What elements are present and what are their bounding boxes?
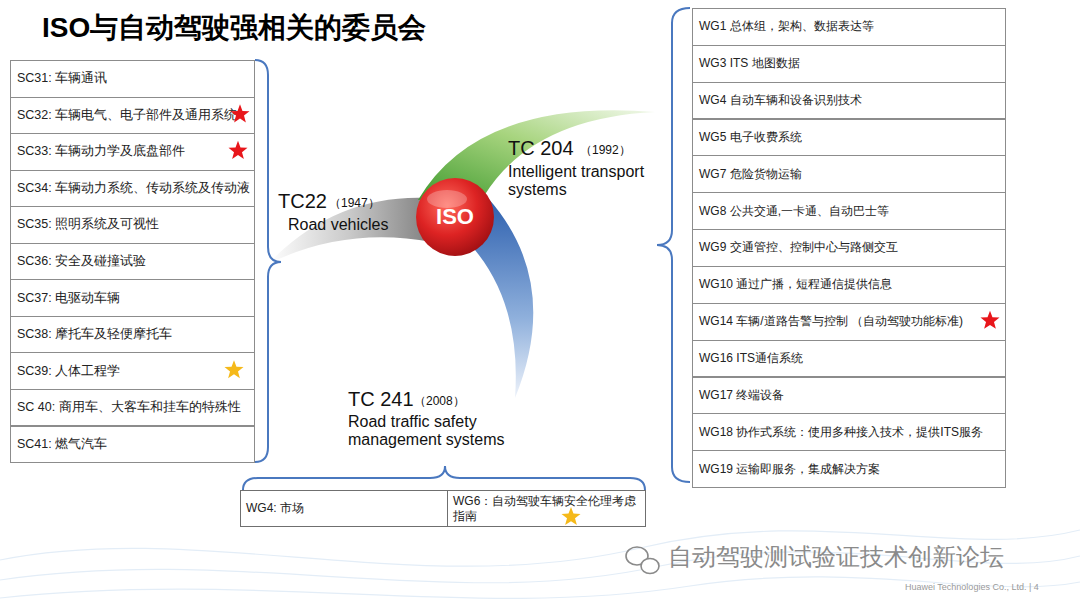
star-mark (228, 141, 247, 159)
box-text: SC37: 电驱动车辆 (17, 290, 120, 307)
star-mark (230, 104, 249, 122)
box-text: SC34: 车辆动力系统、传动系统及传动液 (17, 180, 250, 197)
iso-circle: ISO (415, 177, 495, 257)
box-text: WG3 ITS 地图数据 (699, 55, 800, 72)
box-text: WG4 自动车辆和设备识别技术 (699, 92, 862, 109)
subcommittee-box: SC36: 安全及碰撞试验 (10, 243, 255, 281)
committee-name: Road traffic safety management systems (348, 413, 536, 450)
working-group-box: WG9 交通管控、控制中心与路侧交互 (692, 229, 1006, 267)
box-text: WG1 总体组，架构、数据表达等 (699, 18, 874, 35)
founding-year: （1947） (329, 197, 380, 211)
background-wave (0, 577, 1080, 598)
box-text: WG6：自动驾驶车辆安全伦理考虑指南 (453, 494, 641, 524)
box-text: WG9 交通管控、控制中心与路侧交互 (699, 239, 898, 256)
box-text: WG10 通过广播，短程通信提供信息 (699, 276, 892, 293)
working-group-box: WG19 运输即服务，集成解决方案 (692, 450, 1006, 488)
subcommittee-box: SC31: 车辆通讯 (10, 60, 255, 98)
working-group-box: WG8 公共交通,一卡通、自动巴士等 (692, 192, 1006, 230)
box-text: WG19 运输即服务，集成解决方案 (699, 461, 880, 478)
working-group-box: WG1 总体组，架构、数据表达等 (692, 8, 1006, 46)
working-group-box: WG17 终端设备 (692, 377, 1006, 415)
wechat-icon (626, 547, 648, 565)
working-group-box: WG10 通过广播，短程通信提供信息 (692, 266, 1006, 304)
committee-code: TC22 (278, 190, 327, 213)
star-mark (980, 311, 999, 329)
founding-year: （1992） (580, 144, 631, 158)
working-group-box: WG5 电子收费系统 (692, 119, 1006, 157)
curly-brace (657, 8, 690, 482)
box-text: SC33: 车辆动力学及底盘部件 (17, 143, 185, 160)
founding-year: （2008） (414, 395, 465, 409)
box-text: SC32: 车辆电气、电子部件及通用系统 (17, 107, 237, 124)
working-group-box: WG16 ITS通信系统 (692, 340, 1006, 378)
subcommittee-box: SC32: 车辆电气、电子部件及通用系统 (10, 97, 255, 135)
circle-text: ISO (436, 204, 474, 230)
box-text: WG16 ITS通信系统 (699, 350, 803, 367)
star-mark (224, 360, 243, 378)
working-group-box: WG4 自动车辆和设备识别技术 (692, 82, 1006, 120)
box-text: WG18 协作式系统：使用多种接入技术，提供ITS服务 (699, 424, 983, 441)
box-text: SC39: 人体工程学 (17, 363, 120, 380)
box-text: WG14 车辆/道路告警与控制 （自动驾驶功能标准) (699, 313, 963, 330)
footer-text: Huawei Technologies Co., Ltd. | 4 (905, 582, 1039, 592)
subcommittee-box: SC37: 电驱动车辆 (10, 279, 255, 317)
subcommittee-box: SC34: 车辆动力系统、传动系统及传动液 (10, 170, 255, 208)
box-text: WG4: 市场 (246, 501, 304, 516)
box-text: SC38: 摩托车及轻便摩托车 (17, 326, 172, 343)
committee-code: TC 204 (508, 137, 574, 160)
subcommittee-box: SC33: 车辆动力学及底盘部件 (10, 133, 255, 171)
working-group-box: WG14 车辆/道路告警与控制 （自动驾驶功能标准) (692, 303, 1006, 341)
working-group-box: WG18 协作式系统：使用多种接入技术，提供ITS服务 (692, 413, 1006, 451)
box-text: SC31: 车辆通讯 (17, 70, 107, 87)
committee-name: Intelligent transport systems (508, 163, 650, 200)
committee-name: Road vehicles (288, 216, 389, 234)
box-text: WG17 终端设备 (699, 387, 784, 404)
working-group-box: WG7 危险货物运输 (692, 155, 1006, 193)
box-text: SC36: 安全及碰撞试验 (17, 253, 146, 270)
subcommittee-box: SC39: 人体工程学 (10, 352, 255, 390)
working-group-box: WG3 ITS 地图数据 (692, 45, 1006, 83)
curly-brace (255, 60, 281, 462)
box-text: WG7 危险货物运输 (699, 166, 802, 183)
subcommittee-box: SC38: 摩托车及轻便摩托车 (10, 316, 255, 354)
working-group-box: WG4: 市场 (240, 490, 448, 527)
subcommittee-box: SC 40: 商用车、大客车和挂车的特殊性 (10, 389, 255, 427)
slide-title: ISO与自动驾驶强相关的委员会 (42, 12, 426, 44)
committee-code: TC 241 (348, 388, 414, 411)
watermark: 自动驾驶测试验证技术创新论坛 (668, 543, 1004, 571)
box-text: WG5 电子收费系统 (699, 129, 802, 146)
curly-brace (243, 466, 645, 490)
box-text: SC35: 照明系统及可视性 (17, 216, 159, 233)
subcommittee-box: SC41: 燃气汽车 (10, 426, 255, 464)
box-text: WG8 公共交通,一卡通、自动巴士等 (699, 203, 889, 220)
box-text: SC 40: 商用车、大客车和挂车的特殊性 (17, 399, 241, 416)
box-text: SC41: 燃气汽车 (17, 436, 107, 453)
iso-circle-shape (416, 178, 494, 256)
subcommittee-box: SC35: 照明系统及可视性 (10, 206, 255, 244)
star-mark (561, 507, 580, 525)
wechat-icon (641, 559, 659, 574)
working-group-box: WG6：自动驾驶车辆安全伦理考虑指南 (447, 490, 646, 527)
